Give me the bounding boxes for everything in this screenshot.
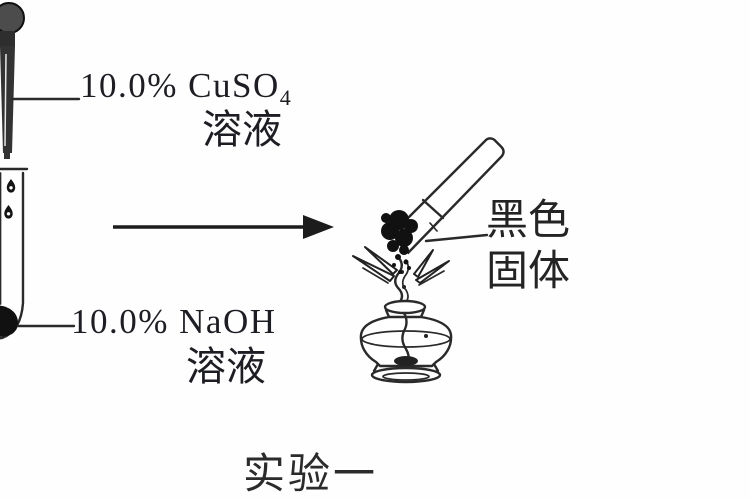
cuso4-formula-text: 10.0% CuSO4 <box>80 66 293 110</box>
arrow-right-icon <box>113 215 334 239</box>
cuso4-solution-text: 溶液 <box>202 106 282 152</box>
left-test-tube-icon <box>0 167 29 340</box>
dark-substance-blob <box>0 305 19 337</box>
dropper-icon <box>0 2 25 159</box>
black-solid-leader-line <box>424 233 489 243</box>
falling-drop-icon <box>4 205 13 219</box>
naoh-formula-text: 10.0% NaOH <box>71 302 277 341</box>
right-test-tube-icon <box>388 137 505 255</box>
naoh-solution-text: 溶液 <box>186 343 266 389</box>
cuso4-solution-label: 10.0% CuSO4 溶液 <box>80 66 293 152</box>
figure-caption: 实验一 <box>243 452 379 498</box>
black-solid-blob <box>381 210 418 274</box>
black-solid-line2: 固体 <box>486 249 571 295</box>
naoh-solution-label: 10.0% NaOH 溶液 <box>71 302 277 389</box>
falling-drop-icon <box>6 179 16 193</box>
black-solid-line1: 黑色 <box>486 198 571 244</box>
flame-icon <box>352 246 450 305</box>
alcohol-lamp-icon <box>359 299 453 384</box>
black-solid-label: 黑色 固体 <box>486 196 570 298</box>
